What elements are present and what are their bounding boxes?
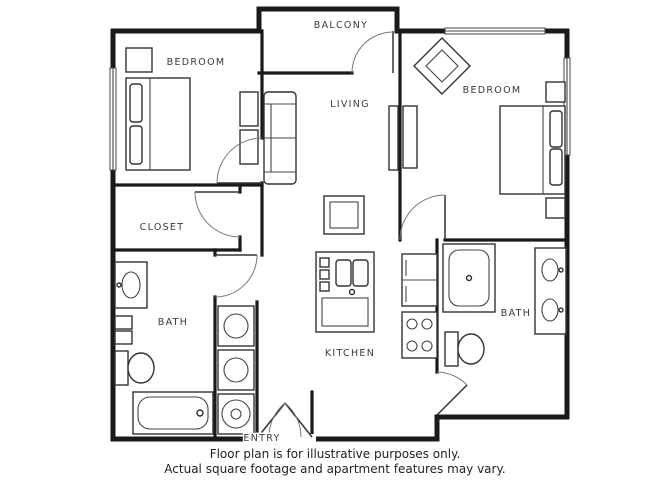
water-heater-icon [217, 393, 255, 435]
room-label-entry: ENTRY [243, 433, 280, 444]
nightstand-right-upper-icon [545, 81, 566, 103]
shower-icon [442, 243, 496, 313]
door-balcony [351, 31, 394, 74]
toilet-left-icon [114, 350, 155, 386]
room-label-bath-left: BATH [158, 317, 188, 328]
accent-chair-icon [413, 37, 471, 95]
stove-icon [401, 311, 438, 359]
nightstand-right-lower-icon [545, 197, 566, 219]
door-bath-right [436, 371, 468, 416]
bed-left-icon [125, 77, 191, 171]
door-closet [194, 191, 241, 238]
window-bedroom-right-top-icon [444, 27, 546, 35]
dryer-icon [217, 349, 255, 391]
floor-plan-canvas: BALCONY BEDROOM LIVING BEDROOM CLOSET BA… [109, 6, 571, 446]
room-label-bedroom-left: BEDROOM [167, 57, 226, 68]
room-label-kitchen: KITCHEN [325, 348, 375, 359]
vanity-right-icon [534, 247, 567, 335]
washer-icon [217, 305, 255, 347]
bathtub-left-icon [132, 391, 214, 435]
door-entry-double [252, 402, 316, 442]
disclaimer-line-1: Floor plan is for illustrative purposes … [209, 447, 461, 461]
room-label-living: LIVING [330, 99, 370, 110]
tv-console-icon [388, 105, 399, 171]
toilet-right-icon [444, 331, 485, 367]
vanity-sink-left-icon [114, 261, 148, 309]
coffee-table-icon [323, 195, 365, 235]
kitchen-island-icon [315, 251, 375, 333]
room-label-bath-right: BATH [501, 308, 531, 319]
disclaimer: Floor plan is for illustrative purposes … [0, 447, 670, 477]
room-label-bedroom-right: BEDROOM [463, 85, 522, 96]
shelf-left-icon [114, 315, 133, 345]
door-bedroom-left [216, 137, 263, 184]
room-label-closet: CLOSET [140, 222, 185, 233]
bed-right-icon [499, 105, 566, 195]
window-bedroom-left-icon [109, 67, 117, 171]
door-bedroom-right [399, 194, 446, 241]
fridge-icon [401, 253, 438, 307]
nightstand-left-icon [125, 47, 153, 73]
sofa-icon [263, 91, 297, 185]
room-label-balcony: BALCONY [314, 20, 368, 31]
wardrobe-left-icon [239, 91, 259, 165]
exterior-walls [110, 6, 570, 442]
dresser-right-icon [402, 105, 418, 169]
room-labels: BALCONY BEDROOM LIVING BEDROOM CLOSET BA… [138, 19, 531, 446]
door-bath-left [214, 254, 258, 298]
disclaimer-line-2: Actual square footage and apartment feat… [164, 462, 506, 476]
